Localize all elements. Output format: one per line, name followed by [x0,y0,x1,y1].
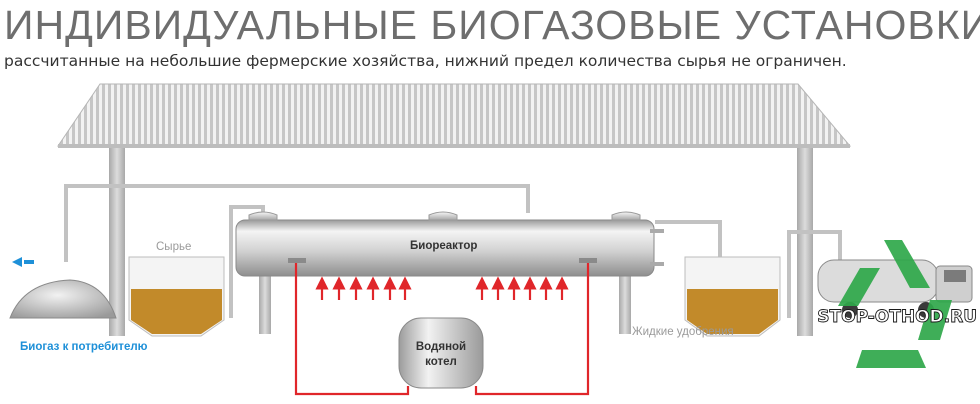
fertilizer-label: Жидкие удобрения [632,326,734,338]
recycle-logo [838,240,952,368]
reactor-supports [259,274,631,334]
fertilizer-tank [684,256,781,337]
shed-posts [109,148,813,336]
shed-roof [57,83,852,148]
biogas-label: Биогаз к потребителю [20,341,148,353]
biogas-storage-bag [9,279,117,319]
water-boiler [398,317,484,389]
raw-material-label: Сырье [156,241,191,253]
page-subtitle: рассчитанные на небольшие фермерские хоз… [4,52,847,70]
page-title: ИНДИВИДУАЛЬНЫЕ БИОГАЗОВЫЕ УСТАНОВКИ [4,2,980,48]
biogas-outlet-arrow [12,257,34,267]
heating-pipes [294,263,590,396]
reactor-dome [248,211,641,221]
watermark-text: STOP-OTHOD.RU [817,307,977,327]
raw-material-tank [128,256,225,337]
heat-arrows [315,276,569,300]
boiler-label-line1: Водяной [416,341,466,353]
gas-pipes [64,184,842,318]
boiler-label-line2: котел [425,356,457,368]
bioreactor-label: Биореактор [410,240,477,252]
